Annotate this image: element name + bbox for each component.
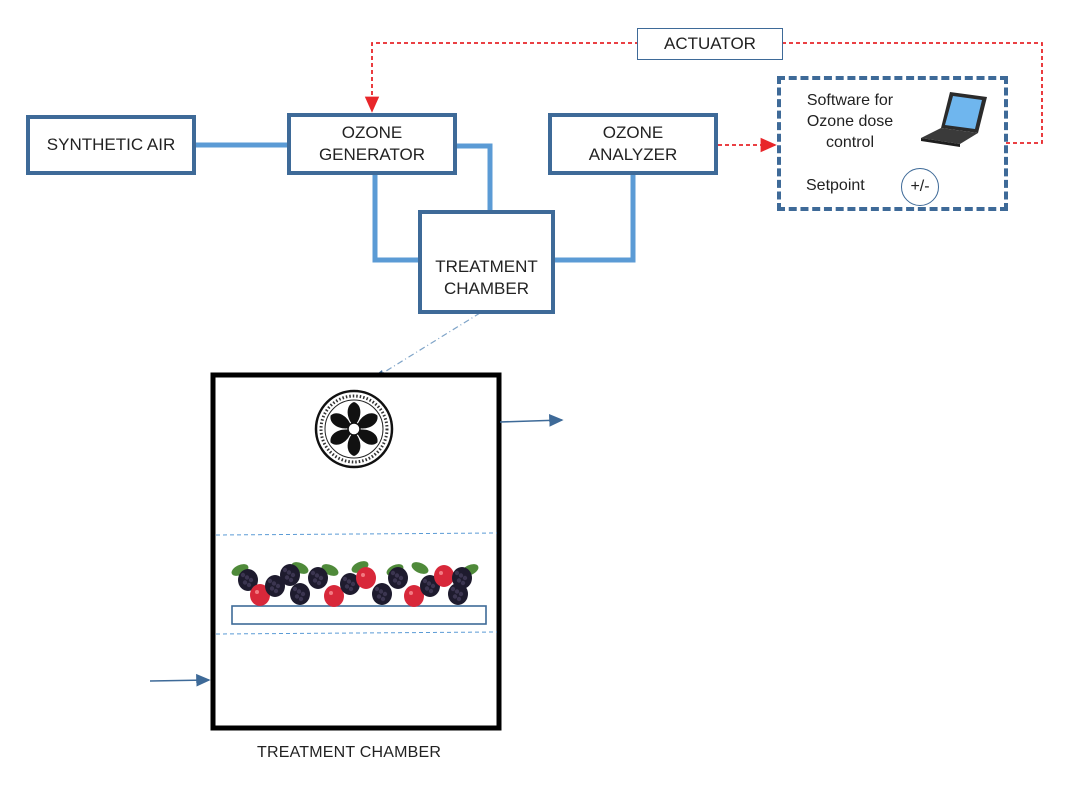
software-line3: control [825, 134, 875, 151]
synthetic-air-label: SYNTHETIC AIR [46, 135, 176, 154]
tray-guide-top [215, 532, 498, 536]
inlet-arrow [149, 673, 211, 687]
plus-minus-label: +/- [910, 178, 930, 195]
actuator-signal-line [364, 42, 1043, 144]
control-signals [364, 42, 1043, 153]
treatment-chamber-line2: CHAMBER [443, 279, 529, 298]
software-description: Software for Ozone dose control [790, 90, 910, 153]
software-line2: Ozone dose [806, 113, 894, 130]
pipes [196, 142, 636, 263]
large-fan-icon [314, 389, 394, 469]
ozone-analyzer-line1: OZONE [602, 123, 664, 142]
setpoint-label: Setpoint [806, 177, 865, 194]
detail-chamber-caption: TREATMENT CHAMBER [257, 744, 442, 761]
actuator-label: ACTUATOR [664, 34, 756, 53]
ozone-analyzer-line2: ANALYZER [588, 145, 678, 164]
treatment-chamber-line1: TREATMENT [435, 257, 538, 276]
setpoint-adjust-control[interactable]: +/- [901, 168, 939, 206]
treatment-chamber-box: TREATMENT CHAMBER [418, 210, 555, 314]
tray-guide-bottom [215, 631, 498, 635]
actuator-box: ACTUATOR [637, 28, 783, 60]
ozone-generator-line1: OZONE [341, 123, 403, 142]
outlet-arrow [499, 414, 564, 427]
fruit-tray [231, 605, 487, 625]
synthetic-air-box: SYNTHETIC AIR [26, 115, 196, 175]
pipe-generator-to-chamber-left [372, 174, 420, 263]
pipe-generator-to-chamber-right [457, 143, 493, 210]
software-line1: Software for [806, 92, 894, 109]
berries-icon [231, 561, 479, 607]
ozone-generator-line2: GENERATOR [318, 145, 426, 164]
detail-link-line [377, 312, 481, 377]
pipe-chamber-to-analyzer [553, 174, 636, 263]
ozone-analyzer-box: OZONE ANALYZER [548, 113, 718, 175]
software-panel [777, 76, 1008, 211]
ozone-generator-box: OZONE GENERATOR [287, 113, 457, 175]
laptop-icon [921, 92, 987, 147]
